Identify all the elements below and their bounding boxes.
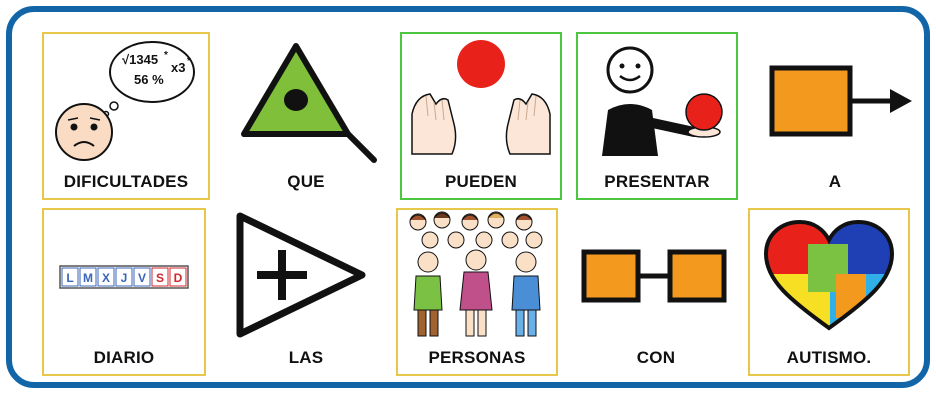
card-pueden[interactable]: PUEDEN <box>400 32 562 200</box>
thought-line2: x3 <box>171 60 185 75</box>
card-autismo[interactable]: AUTISMO. <box>748 208 910 376</box>
thought-line3: 56 % <box>134 72 164 87</box>
hands-ball-icon <box>402 34 560 164</box>
day-m: M <box>83 271 93 285</box>
card-personas[interactable]: PERSONAS <box>396 208 558 376</box>
card-dificultades[interactable]: √1345 * x3 * 56 % DIFICULTADES <box>42 32 210 200</box>
linked-boxes-icon <box>574 210 738 340</box>
card-presentar[interactable]: PRESENTAR <box>576 32 738 200</box>
card-label: AUTISMO. <box>786 348 872 367</box>
person-offering-ball-icon <box>578 34 736 164</box>
card-label: PRESENTAR <box>604 172 710 191</box>
card-label: LAS <box>288 348 324 367</box>
group-of-people-icon <box>398 210 556 340</box>
card-diario[interactable]: L M X J V S D DIARIO <box>42 208 206 376</box>
card-label: CON <box>636 348 676 367</box>
card-que[interactable]: QUE <box>222 32 390 200</box>
card-label: A <box>828 172 842 191</box>
day-j: J <box>121 271 128 285</box>
triangle-eye-icon <box>224 34 388 164</box>
day-s: S <box>156 271 164 285</box>
thought-star2: * <box>187 56 191 67</box>
box-arrow-right-icon <box>752 34 918 164</box>
child-math-thought-icon: √1345 * x3 * 56 % <box>44 34 208 164</box>
day-v: V <box>138 271 146 285</box>
card-a[interactable]: A <box>750 32 920 200</box>
triangle-plus-icon <box>224 210 388 340</box>
puzzle-heart-icon <box>750 210 908 340</box>
card-con[interactable]: CON <box>572 208 740 376</box>
day-l: L <box>66 271 73 285</box>
day-x: X <box>102 271 110 285</box>
thought-star1: * <box>164 50 168 61</box>
card-las[interactable]: LAS <box>222 208 390 376</box>
card-label: PERSONAS <box>428 348 526 367</box>
card-label: PUEDEN <box>444 172 518 191</box>
weekday-calendar-icon: L M X J V S D <box>44 210 204 340</box>
card-label: DIFICULTADES <box>63 172 189 191</box>
thought-line1: √1345 <box>122 52 158 67</box>
day-d: D <box>174 271 183 285</box>
card-label: DIARIO <box>93 348 155 367</box>
card-label: QUE <box>287 172 325 191</box>
